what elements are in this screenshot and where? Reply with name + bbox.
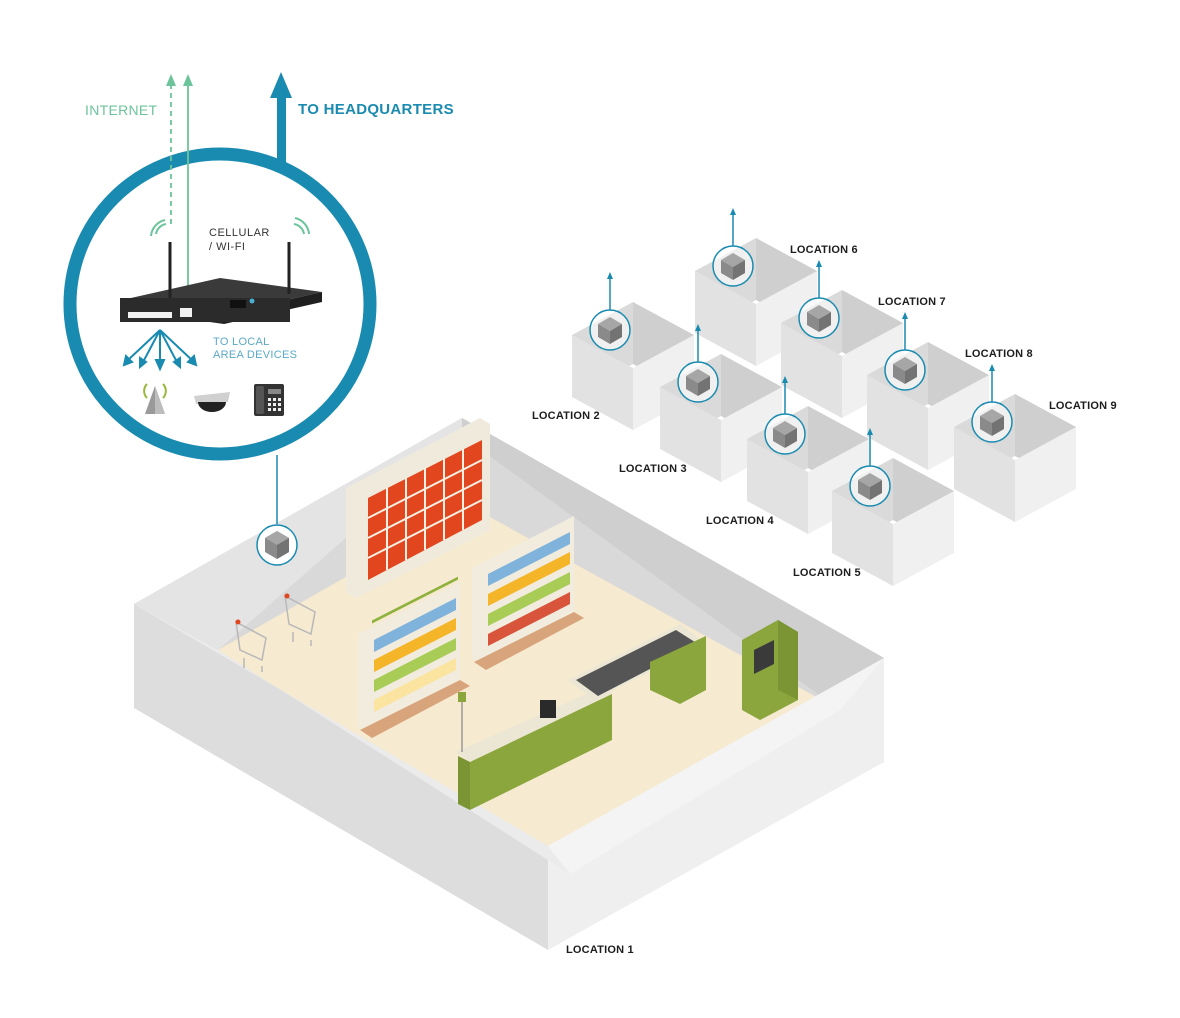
shopping-cart-icon — [235, 594, 316, 672]
location-label-9: LOCATION 9 — [1049, 400, 1117, 412]
location-label-8: LOCATION 8 — [965, 348, 1033, 360]
location-label-4: LOCATION 4 — [706, 515, 774, 527]
location-box-5 — [832, 428, 954, 586]
location-label-6: LOCATION 6 — [790, 244, 858, 256]
gateway-cube-icon — [858, 473, 882, 500]
gateway-cube-icon — [598, 317, 622, 344]
gateway-cube-icon — [980, 409, 1004, 436]
cellular-wifi-label: CELLULAR / WI-FI — [209, 226, 270, 254]
router-device — [120, 242, 322, 324]
internet-label: INTERNET — [85, 102, 158, 118]
arrow-head-icon — [730, 208, 736, 215]
arrow-head-icon — [695, 324, 701, 331]
local-label-line2: AREA DEVICES — [213, 349, 298, 361]
store-location-1 — [134, 418, 884, 950]
location-label-5: LOCATION 5 — [793, 567, 861, 579]
product-shelf — [358, 576, 470, 738]
arrow-head-icon — [782, 376, 788, 383]
location-box-9 — [954, 364, 1076, 522]
gateway-cube-icon — [807, 305, 831, 332]
arrow-head-icon — [989, 364, 995, 371]
atm-machine — [742, 620, 798, 720]
store-1-gateway — [256, 524, 298, 566]
arrow-head-icon — [902, 312, 908, 319]
location-label-1: LOCATION 1 — [566, 944, 634, 956]
cellular-label-line2: / WI-FI — [209, 241, 246, 253]
arrow-head-icon — [607, 272, 613, 279]
local-fanout-arrows — [122, 329, 198, 372]
gateway-cube-icon — [773, 421, 797, 448]
location-box-8 — [867, 312, 989, 470]
location-label-2: LOCATION 2 — [532, 410, 600, 422]
location-label-3: LOCATION 3 — [619, 463, 687, 475]
cellular-label-line1: CELLULAR — [209, 227, 270, 239]
product-shelf — [472, 516, 584, 670]
arrow-head-icon — [867, 428, 873, 435]
gateway-cube-icon — [686, 369, 710, 396]
router-callout — [63, 72, 377, 461]
headquarters-label: TO HEADQUARTERS — [298, 101, 454, 118]
location-box-2 — [572, 272, 694, 430]
location-box-3 — [660, 324, 782, 482]
gateway-cube-icon — [893, 357, 917, 384]
locker-wall — [346, 418, 490, 598]
checkout-counter — [456, 624, 706, 810]
local-devices-label: TO LOCAL AREA DEVICES — [213, 336, 297, 362]
remote-locations — [572, 208, 1076, 586]
location-box-4 — [747, 376, 869, 534]
gateway-cube-icon — [721, 253, 745, 280]
local-label-line1: TO LOCAL — [213, 336, 270, 348]
location-label-7: LOCATION 7 — [878, 296, 946, 308]
arrow-head-icon — [816, 260, 822, 267]
